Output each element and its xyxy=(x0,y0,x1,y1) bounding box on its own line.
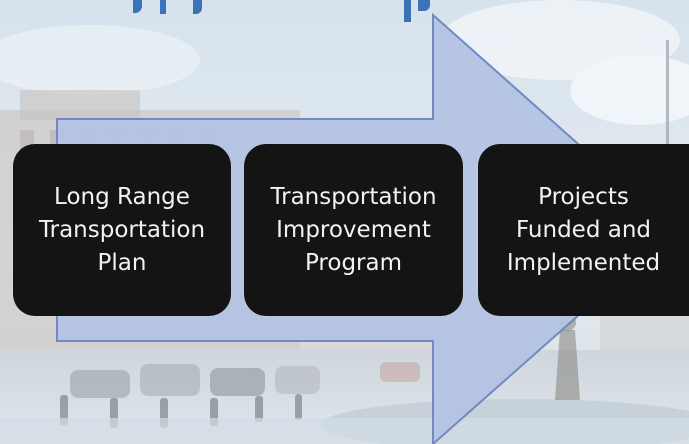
step-box-long-range-plan: Long Range Transportation Plan xyxy=(13,144,231,316)
step-label-line: Transportation xyxy=(38,216,206,243)
cropped-title-strip xyxy=(133,0,430,22)
step-label: Projects Funded and Implemented xyxy=(507,181,660,280)
step-label-line: Plan xyxy=(97,249,147,276)
step-label-line: Funded and xyxy=(515,216,652,243)
step-box-improvement-program: Transportation Improvement Program xyxy=(244,144,463,316)
step-label-line: Long Range xyxy=(54,183,190,210)
step-label-line: Projects xyxy=(538,183,629,210)
step-box-projects-implemented: Projects Funded and Implemented xyxy=(478,144,689,316)
step-label: Long Range Transportation Plan xyxy=(39,181,205,280)
step-label-line: Transportation xyxy=(270,183,437,210)
step-label: Transportation Improvement Program xyxy=(270,181,436,280)
step-label-line: Improvement xyxy=(276,216,431,243)
step-label-line: Implemented xyxy=(506,249,661,276)
step-label-line: Program xyxy=(304,249,403,276)
